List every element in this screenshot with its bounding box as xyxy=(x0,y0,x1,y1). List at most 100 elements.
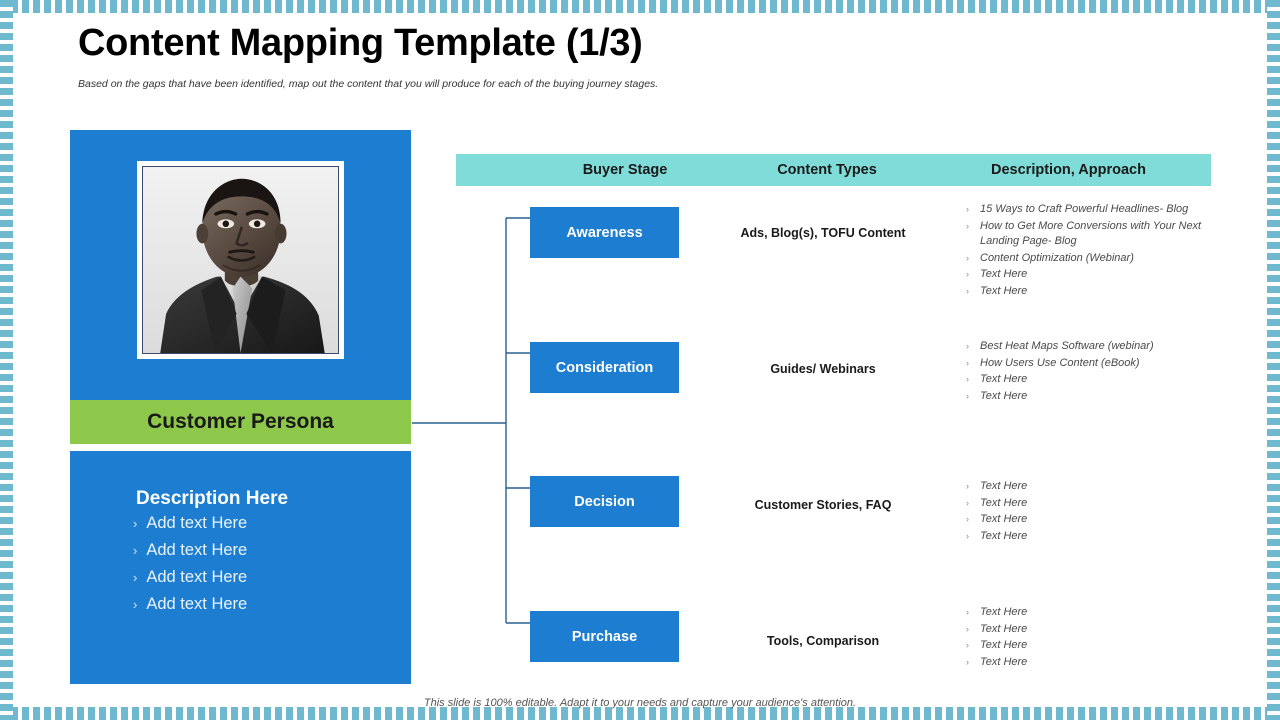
chevron-right-icon: › xyxy=(133,570,138,585)
chevron-right-icon: › xyxy=(966,285,969,296)
chevron-right-icon: › xyxy=(966,514,969,524)
list-item-label: Add text Here xyxy=(146,568,248,586)
page-title: Content Mapping Template (1/3) xyxy=(78,22,643,64)
chevron-right-icon: › xyxy=(966,607,969,617)
list-item-label: Text Here xyxy=(980,606,1028,618)
content-types-awareness: Ads, Blog(s), TOFU Content xyxy=(740,226,906,240)
list-item: › Text Here xyxy=(966,479,1216,495)
chevron-right-icon: › xyxy=(966,341,969,351)
list-item: › Text Here xyxy=(966,529,1216,545)
list-item[interactable]: › Add text Here xyxy=(133,514,247,533)
chevron-right-icon: › xyxy=(966,530,969,541)
chevron-right-icon: › xyxy=(966,357,969,368)
chevron-right-icon: › xyxy=(966,497,969,508)
slide-footer-note: This slide is 100% editable. Adapt it to… xyxy=(423,697,857,709)
list-item: › Text Here xyxy=(966,267,1216,283)
list-item-label: Text Here xyxy=(980,496,1028,509)
list-item-label: Text Here xyxy=(980,529,1028,542)
chevron-right-icon: › xyxy=(966,656,969,667)
persona-description-panel: Description Here › Add text Here › Add t… xyxy=(70,451,411,684)
list-item: › Best Heat Maps Software (webinar) xyxy=(966,339,1216,355)
list-item-label: Text Here xyxy=(980,513,1028,525)
slide-border-bottom xyxy=(0,707,1280,720)
chevron-right-icon: › xyxy=(966,269,969,279)
list-item: › Text Here xyxy=(966,372,1216,388)
chevron-right-icon: › xyxy=(966,481,969,491)
chevron-right-icon: › xyxy=(966,623,969,634)
list-item-label: Text Here xyxy=(980,622,1028,635)
persona-photo-inner-border xyxy=(142,166,339,354)
slide-border-top xyxy=(0,0,1280,13)
list-item: › 15 Ways to Craft Powerful Headlines- B… xyxy=(966,202,1216,218)
content-types-consideration: Guides/ Webinars xyxy=(770,362,876,376)
stage-label: Consideration xyxy=(555,359,654,376)
list-item: › How to Get More Conversions with Your … xyxy=(966,219,1216,250)
list-item-label: 15 Ways to Craft Powerful Headlines- Blo… xyxy=(980,203,1189,215)
list-item: › Content Optimization (Webinar) xyxy=(966,251,1216,267)
list-item-label: Add text Here xyxy=(146,514,248,532)
list-item-label: Text Here xyxy=(980,655,1028,668)
persona-photo-frame xyxy=(137,161,344,359)
description-cell-awareness: › 15 Ways to Craft Powerful Headlines- B… xyxy=(966,202,1216,300)
slide-border-right xyxy=(1267,0,1280,720)
stage-box-awareness[interactable]: Awareness xyxy=(530,207,679,258)
page-subtitle: Based on the gaps that have been identif… xyxy=(78,78,659,90)
customer-persona-banner: Customer Persona xyxy=(70,400,411,444)
chevron-right-icon: › xyxy=(966,204,969,214)
content-types-decision: Customer Stories, FAQ xyxy=(754,498,892,512)
chevron-right-icon: › xyxy=(966,252,969,263)
chevron-right-icon: › xyxy=(966,390,969,401)
customer-persona-label: Customer Persona xyxy=(147,410,334,433)
stage-box-decision[interactable]: Decision xyxy=(530,476,679,527)
table-header-bar: Buyer Stage Content Types Description, A… xyxy=(456,154,1211,186)
persona-photo-panel xyxy=(70,130,411,400)
list-item-label: Content Optimization (Webinar) xyxy=(980,251,1134,264)
list-item[interactable]: › Add text Here xyxy=(133,568,247,587)
list-item-label: Text Here xyxy=(980,480,1028,492)
list-item: › Text Here xyxy=(966,389,1216,405)
list-item[interactable]: › Add text Here xyxy=(133,595,247,614)
stage-box-consideration[interactable]: Consideration xyxy=(530,342,679,393)
list-item-label: Add text Here xyxy=(146,541,248,559)
list-item-label: Text Here xyxy=(980,639,1028,651)
persona-description-title: Description Here xyxy=(136,488,289,509)
list-item[interactable]: › Add text Here xyxy=(133,541,247,560)
list-item-label: Text Here xyxy=(980,389,1028,402)
list-item: › Text Here xyxy=(966,622,1216,638)
list-item: › Text Here xyxy=(966,512,1216,528)
list-item: › Text Here xyxy=(966,655,1216,671)
slide-border-left xyxy=(0,0,13,720)
description-list: › Text Here › Text Here › Text Here › Te… xyxy=(966,479,1216,544)
list-item-label: Text Here xyxy=(980,373,1028,385)
stage-label: Decision xyxy=(574,493,635,510)
persona-bullet-list: › Add text Here › Add text Here › Add te… xyxy=(133,514,247,622)
description-cell-purchase: › Text Here › Text Here › Text Here › Te… xyxy=(966,605,1216,671)
list-item-label: Best Heat Maps Software (webinar) xyxy=(980,340,1154,352)
chevron-right-icon: › xyxy=(133,543,138,558)
list-item: › Text Here xyxy=(966,284,1216,300)
stage-label: Purchase xyxy=(571,628,638,645)
description-list: › Best Heat Maps Software (webinar) › Ho… xyxy=(966,339,1216,404)
column-header-content-types: Content Types xyxy=(777,162,877,178)
list-item-label: How to Get More Conversions with Your Ne… xyxy=(980,219,1202,248)
description-list: › 15 Ways to Craft Powerful Headlines- B… xyxy=(966,202,1216,299)
list-item: › Text Here xyxy=(966,605,1216,621)
description-list: › Text Here › Text Here › Text Here › Te… xyxy=(966,605,1216,670)
list-item-label: Add text Here xyxy=(146,595,248,613)
persona-portrait-image xyxy=(143,167,338,353)
chevron-right-icon: › xyxy=(966,374,969,384)
list-item: › How Users Use Content (eBook) xyxy=(966,356,1216,372)
chevron-right-icon: › xyxy=(133,597,138,612)
stage-box-purchase[interactable]: Purchase xyxy=(530,611,679,662)
chevron-right-icon: › xyxy=(133,516,138,531)
chevron-right-icon: › xyxy=(966,640,969,650)
stage-label: Awareness xyxy=(566,224,643,241)
list-item-label: Text Here xyxy=(980,284,1028,297)
description-cell-consideration: › Best Heat Maps Software (webinar) › Ho… xyxy=(966,339,1216,405)
list-item: › Text Here xyxy=(966,638,1216,654)
list-item: › Text Here xyxy=(966,496,1216,512)
content-types-purchase: Tools, Comparison xyxy=(766,634,880,648)
column-header-description-approach: Description, Approach xyxy=(991,162,1146,178)
